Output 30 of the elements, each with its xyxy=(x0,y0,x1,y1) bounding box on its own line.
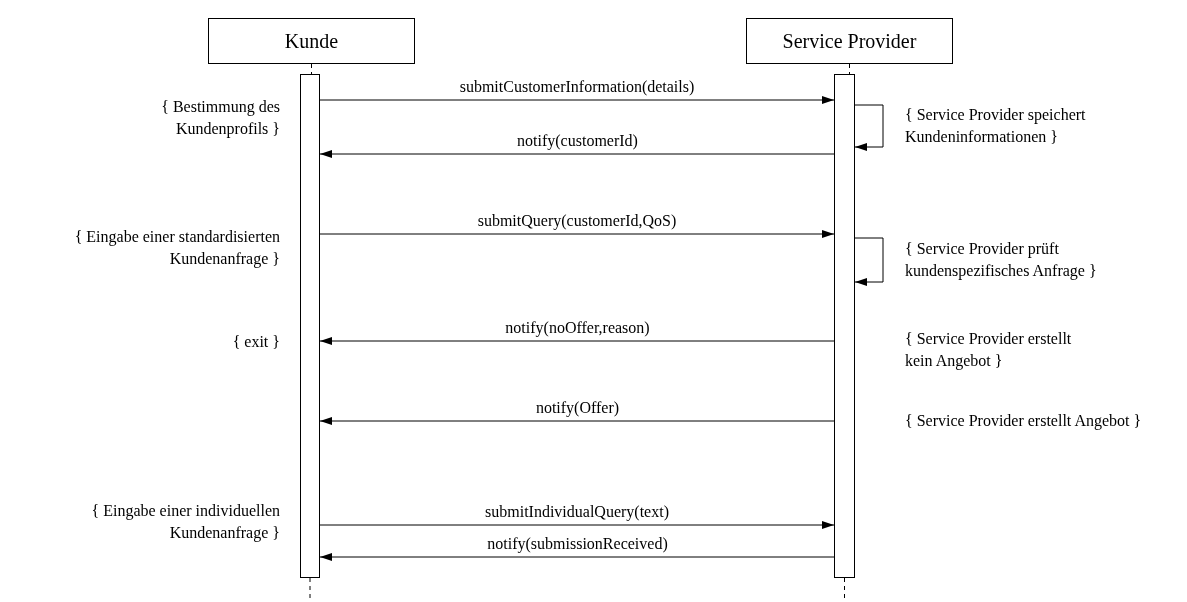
message-label: notify(submissionReceived) xyxy=(485,535,670,553)
note-text: { Eingabe einer individuellen Kundenanfrage } xyxy=(90,501,280,544)
message-label: submitQuery(customerId,QoS) xyxy=(475,212,679,230)
self-message-arrow xyxy=(854,104,884,151)
message-arrow xyxy=(319,553,835,561)
activation-bar xyxy=(300,74,320,578)
note-text: { Bestimmung des Kundenprofils } xyxy=(160,97,280,140)
note-text: { Service Provider erstellt Angebot } xyxy=(905,411,1143,432)
lifeline-header: Kunde xyxy=(208,18,415,64)
note-text: { Service Provider erstellt kein Angebot } xyxy=(905,329,1073,372)
message-label: notify(noOffer,reason) xyxy=(503,319,652,337)
message-arrow xyxy=(319,150,835,158)
message-arrow xyxy=(319,230,835,238)
message-arrow xyxy=(319,417,835,425)
note-text: { exit } xyxy=(231,332,280,352)
lifeline xyxy=(849,63,850,75)
note-text: { Eingabe einer standardisierten Kundenanfrage } xyxy=(73,227,280,270)
note-text: { Service Provider prüft kundenspezifisches Anfrage } xyxy=(905,239,1098,282)
lifeline-header: Service Provider xyxy=(746,18,953,64)
lifeline xyxy=(311,63,312,75)
message-label: notify(Offer) xyxy=(533,399,622,417)
note-text: { Service Provider speichert Kundeninformationen } xyxy=(905,105,1087,147)
message-label: submitCustomerInformation(details) xyxy=(457,78,697,96)
message-label: notify(customerId) xyxy=(515,132,640,150)
message-arrow xyxy=(319,337,835,345)
message-arrow xyxy=(319,96,835,104)
activation-bar xyxy=(834,74,855,578)
message-arrow xyxy=(319,521,835,529)
message-label: submitIndividualQuery(text) xyxy=(483,503,671,521)
self-message-arrow xyxy=(854,237,884,286)
